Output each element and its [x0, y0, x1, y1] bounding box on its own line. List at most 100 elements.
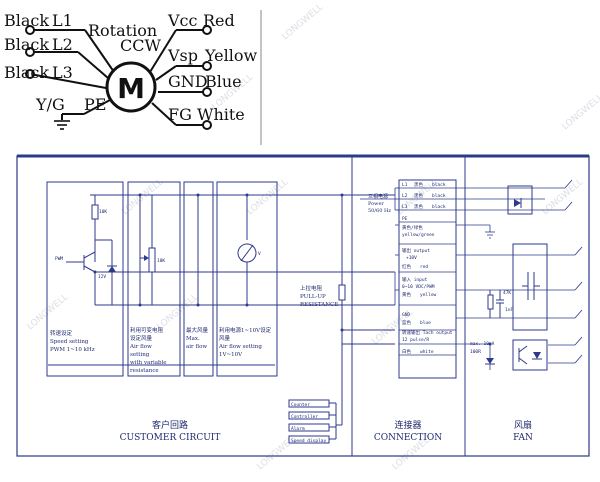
fan-max-current: max. 10mA	[470, 341, 495, 347]
pin-l3-cn: 黑色	[414, 203, 423, 210]
white-en: white	[420, 349, 434, 355]
pin-l2-en: black	[432, 193, 446, 199]
output-alarm-label: Alarm	[291, 426, 305, 432]
max-airflow-en: Max.	[186, 336, 200, 342]
gnd-label: GND	[402, 312, 410, 318]
pin-l1-cn: 黑色	[414, 181, 423, 188]
pin-pe-en: yellow/green	[402, 232, 435, 238]
section-title-cn: 风扇	[514, 419, 532, 431]
speed-setting-cn: 转速设定	[50, 329, 73, 337]
watermark: LONGWELL	[156, 292, 201, 332]
pin-l1-en: black	[432, 182, 446, 188]
white-cn: 白色	[402, 348, 411, 355]
rotation-direction: CCW	[120, 36, 161, 55]
voltage-en: Air flow setting	[218, 344, 262, 350]
watermark: LONGWELL	[246, 177, 291, 217]
wire-color-vcc: Red	[203, 11, 235, 30]
pin-l3: L3	[402, 204, 408, 210]
zener-diode	[108, 266, 116, 272]
voltage-setting-block	[216, 181, 278, 377]
red-en: red	[420, 264, 428, 270]
output-controller-label: Controller	[291, 414, 318, 420]
zener-label: 12V	[98, 274, 106, 280]
pullup-resistor	[338, 284, 346, 301]
watermark: LONGWELL	[281, 2, 326, 42]
yellow-en: yellow	[420, 292, 437, 298]
motor-wiring-diagram: M Black L1 Black L2 Black L3 Y/G PE Rota…	[4, 10, 262, 145]
varres-cn2: 设定风量	[130, 334, 153, 342]
pin-pe-cn: 黄色/绿色	[402, 224, 423, 231]
varres-en: Air flow	[129, 344, 152, 350]
pullup-en: PULL-UP	[300, 294, 326, 300]
pin-pe: PE	[402, 216, 408, 222]
tach-label: 转速输出 Tach output	[402, 329, 453, 336]
fan-cap-label: 1nF	[505, 307, 513, 313]
watermark: LONGWELL	[561, 92, 600, 132]
speed-setting-range: PWM 1~10 kHz	[50, 347, 95, 353]
yellow-cn: 黄色	[402, 291, 411, 298]
wire-color-l2: Black	[4, 35, 49, 54]
section-title-en: FAN	[513, 433, 533, 443]
pin-l2-cn: 黑色	[414, 192, 423, 199]
wire-signal-gnd: GND	[168, 72, 208, 91]
variable-resistor-label: 10K	[157, 258, 165, 264]
wire-signal-l1: L1	[52, 11, 73, 30]
fan-resistor-label: 47K	[503, 290, 511, 296]
resistor-label: 10K	[99, 209, 107, 215]
section-title-cn: 客户回路	[152, 419, 188, 431]
terminal-l3	[25, 69, 35, 79]
wire-signal-vsp: Vsp	[167, 46, 198, 65]
pin-l2: L2	[402, 193, 408, 199]
speed-setting-en: Speed setting	[50, 339, 89, 345]
circuit-diagram: 客户回路 CUSTOMER CIRCUIT 连接器 CONNECTION 风扇 …	[16, 154, 590, 457]
output-counter-label: Counter	[291, 402, 310, 408]
optocoupler	[512, 339, 548, 371]
varres-en2: setting	[130, 352, 150, 358]
connector-terminal-block	[398, 179, 457, 379]
output-voltage: +10V	[406, 255, 417, 261]
terminal-l1	[25, 25, 35, 35]
voltage-cn: 利用电源1~10V设定	[219, 326, 272, 334]
input-range: 0~10 VDC/PWM	[402, 284, 435, 290]
terminal-fg	[202, 120, 212, 130]
max-airflow-en2: air flow	[186, 344, 207, 350]
input-label: 输入 input	[402, 276, 428, 283]
wire-signal-fg: FG	[168, 105, 192, 124]
output-speed-label: Speed display	[291, 438, 327, 444]
voltage-cn2: 风量	[219, 335, 231, 342]
wire-color-fg: White	[197, 105, 245, 124]
voltage-range: 1V~10V	[219, 352, 243, 358]
wire-signal-vcc: Vcc	[167, 11, 198, 30]
pwm-label: PWM	[55, 256, 63, 262]
fan-driver-block	[512, 243, 548, 331]
wire-signal-pe: PE	[84, 95, 106, 114]
terminal-vcc	[202, 25, 212, 35]
watermark: LONGWELL	[541, 177, 586, 217]
blue-en: blue	[420, 320, 431, 326]
wire-color-l3: Black	[4, 63, 49, 82]
pullup-cn: 上拉电阻	[300, 284, 323, 292]
terminal-l2	[25, 47, 35, 57]
pullup-en2: RESISTANCE	[300, 302, 338, 308]
wire-signal-l2: L2	[52, 35, 73, 54]
tach-pulse: 12 pulse/R	[402, 337, 429, 343]
fan-diode	[514, 199, 521, 207]
terminal-gnd	[202, 87, 212, 97]
varres-cn: 利用可变电阻	[130, 326, 164, 334]
fan-resistor-100r: 100R	[470, 349, 481, 355]
speed-setting-block	[46, 181, 124, 377]
motor-letter: M	[117, 72, 145, 105]
blue-cn: 蓝色	[402, 319, 411, 326]
max-airflow-cn: 最大风量	[186, 326, 209, 334]
section-title-cn: 连接器	[394, 419, 421, 431]
terminal-vsp	[202, 61, 212, 71]
meter-label: V	[258, 251, 261, 257]
red-cn: 红色	[402, 263, 411, 270]
wire-color-pe: Y/G	[35, 95, 65, 114]
varres-en3: with variable	[130, 360, 167, 366]
watermark: LONGWELL	[121, 177, 166, 217]
wire-color-l1: Black	[4, 11, 49, 30]
power-en: Power	[368, 201, 384, 207]
watermark: LONGWELL	[26, 292, 71, 332]
